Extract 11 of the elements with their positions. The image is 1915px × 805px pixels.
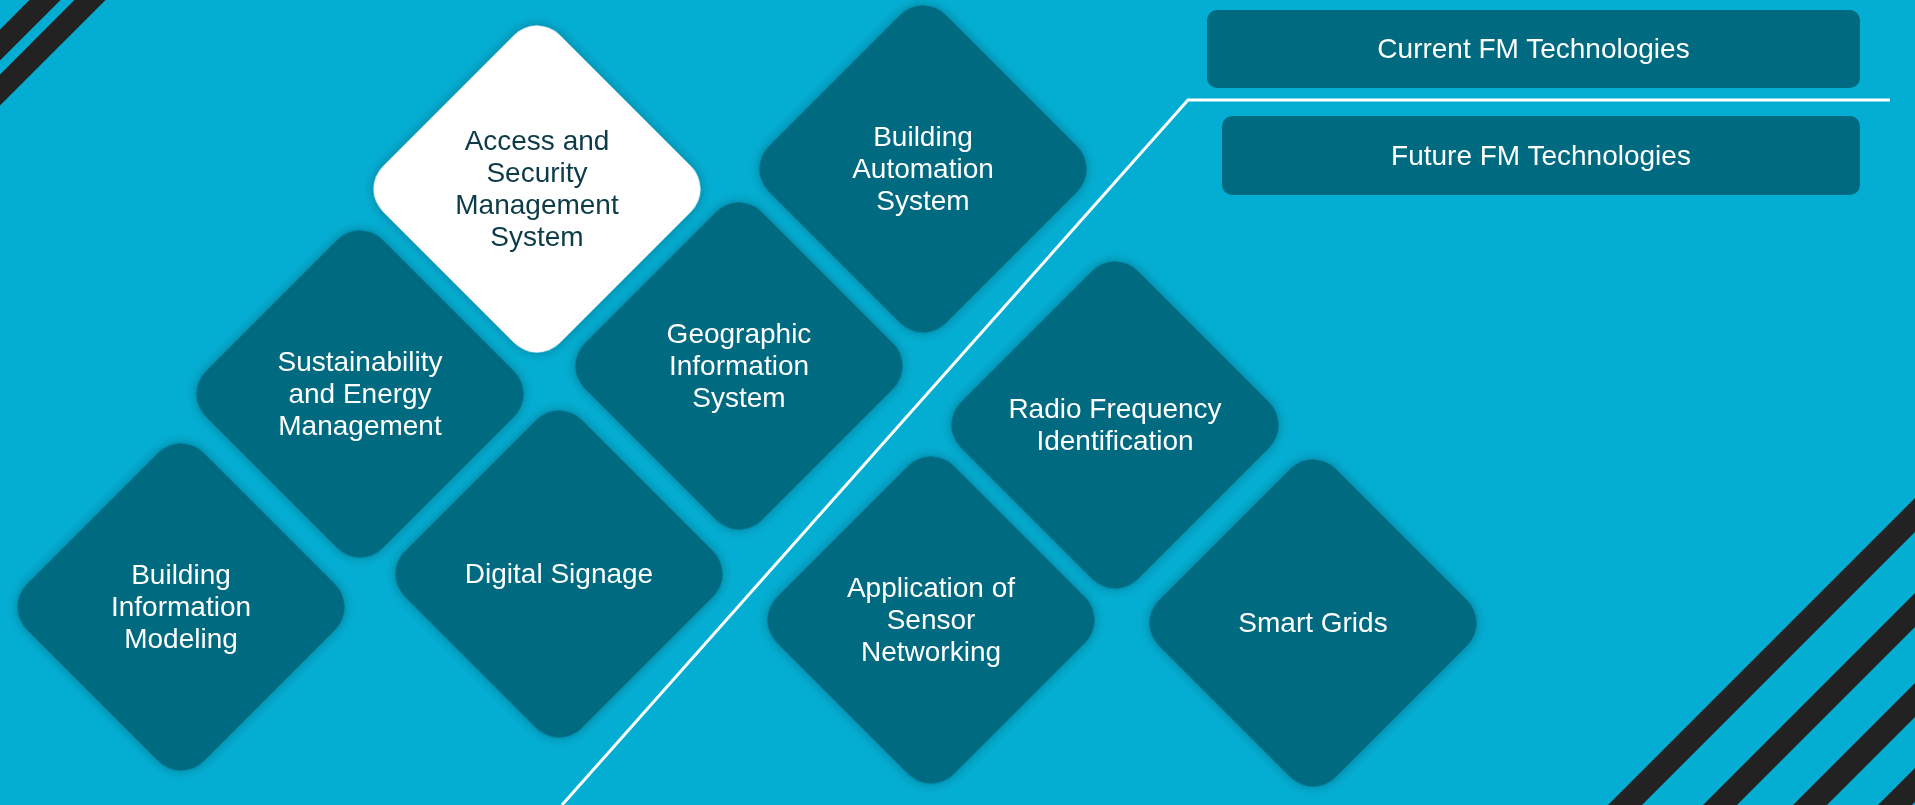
diamond-label: Sustainability and Energy Management: [276, 345, 444, 443]
diamond-label: Application of Sensor Networking: [845, 571, 1017, 669]
diamond-label: Smart Grids: [1238, 606, 1388, 640]
diamond-label: Digital Signage: [464, 557, 654, 591]
category-box: Current FM Technologies: [1207, 10, 1860, 88]
diamond-label: Building Automation System: [851, 120, 995, 218]
diamond-label: Radio Frequency Identification: [1007, 392, 1223, 458]
diamond-label: Building Information Modeling: [109, 558, 253, 656]
diamond-label: Access and Security Management System: [454, 124, 620, 254]
diamond-label: Geographic Information System: [665, 317, 813, 415]
category-box: Future FM Technologies: [1222, 116, 1860, 195]
